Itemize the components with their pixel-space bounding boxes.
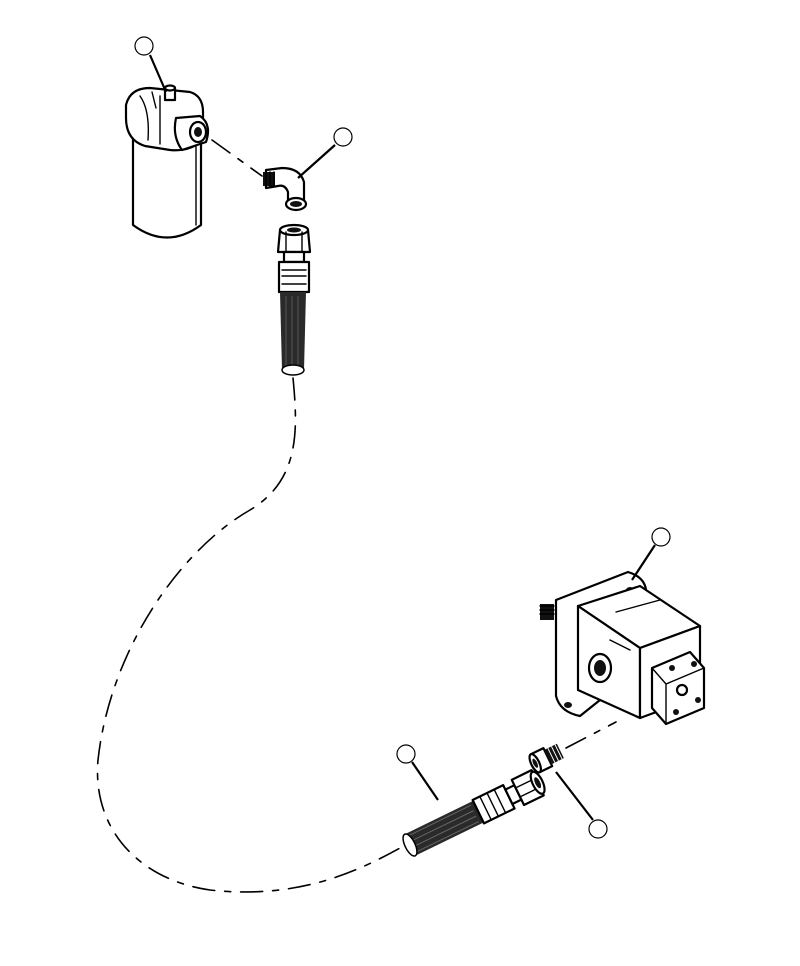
filter-canister: [131, 126, 203, 239]
callout-adapter: [555, 771, 608, 839]
flow-line-adapter-to-pump: [565, 721, 617, 749]
elbow-fitting: [263, 166, 308, 212]
callout-lower-hose: [396, 744, 439, 801]
flow-line-hose-route: [96, 377, 401, 893]
callout-elbow: [297, 127, 353, 179]
flow-line-filter-to-elbow: [211, 139, 263, 177]
adapter-fitting: [528, 743, 564, 774]
filter-assembly: [124, 84, 210, 239]
lower-hose: [402, 769, 546, 857]
callout-filter: [134, 36, 168, 93]
upper-hose: [276, 223, 312, 376]
callout-pump: [631, 527, 671, 581]
gear-pump: [539, 570, 706, 726]
